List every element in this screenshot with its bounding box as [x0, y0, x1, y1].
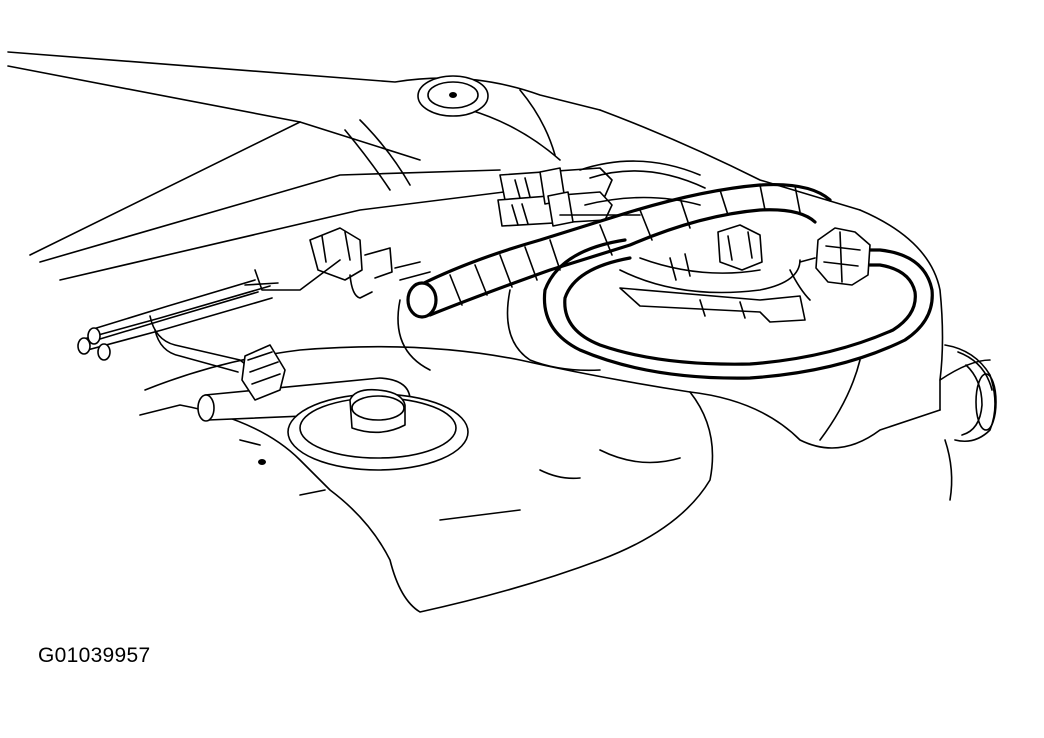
electrical-connector [815, 227, 871, 286]
wiring-harness [406, 182, 832, 319]
fuel-tank-body [139, 209, 991, 613]
fuel-lines [77, 279, 273, 373]
pump-harness-loop [542, 238, 934, 380]
line-bracket [244, 227, 431, 299]
tank-filler-ring [258, 388, 469, 471]
fuel-pump-flange [619, 224, 816, 323]
frame-rail [7, 51, 861, 281]
tank-strap [944, 344, 997, 501]
figure-code: G01039957 [38, 644, 151, 667]
filler-cap [417, 75, 489, 117]
line-connectors [497, 160, 706, 227]
